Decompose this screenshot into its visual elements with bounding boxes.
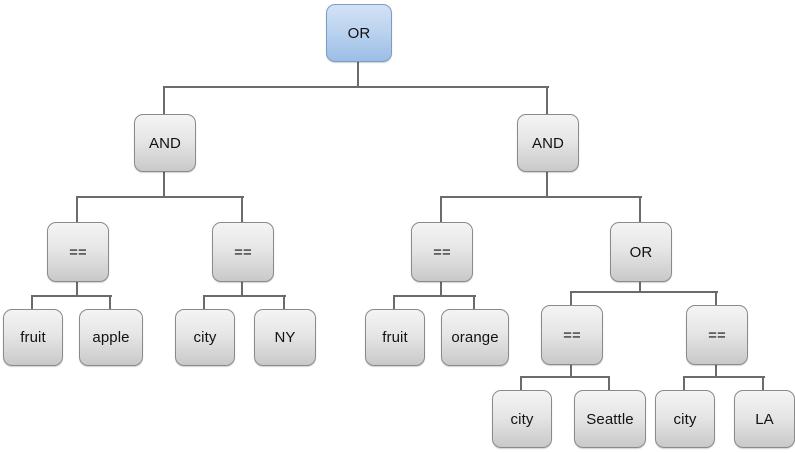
tree-node-seattle[interactable]: Seattle: [574, 390, 646, 448]
tree-node-label: city: [193, 329, 217, 346]
tree-node-label: AND: [532, 134, 564, 152]
tree-node--[interactable]: ==: [686, 305, 748, 365]
edge-or2-to-eqs-bar: [570, 291, 718, 293]
edge-eq4-to-leaves-child-stub-0: [520, 376, 522, 391]
edge-eq4-to-leaves-bar: [520, 376, 610, 378]
tree-node-city[interactable]: city: [492, 390, 552, 448]
tree-node-label: fruit: [382, 329, 408, 346]
tree-node-and[interactable]: AND: [517, 114, 579, 172]
edge-eq5-to-leaves-child-stub-0: [683, 376, 685, 391]
edge-eq2-to-leaves-parent-stub: [241, 282, 243, 296]
tree-node-city[interactable]: city: [655, 390, 715, 448]
tree-node--[interactable]: ==: [212, 222, 274, 282]
tree-node-fruit[interactable]: fruit: [3, 309, 63, 366]
tree-node-apple[interactable]: apple: [79, 309, 143, 366]
tree-node-and[interactable]: AND: [134, 114, 196, 172]
edge-or-to-ands-child-stub-1: [546, 86, 548, 114]
tree-node-or[interactable]: OR: [610, 222, 672, 282]
edge-eq4-to-leaves-child-stub-1: [608, 376, 610, 391]
edge-eq3-to-leaves-child-stub-0: [393, 295, 395, 309]
edge-and-right-to-eq-or-child-stub-0: [440, 196, 442, 222]
tree-node--[interactable]: ==: [541, 305, 603, 365]
tree-node-label: city: [510, 410, 534, 428]
edge-eq3-to-leaves-child-stub-1: [473, 295, 475, 309]
tree-node-label: ==: [433, 243, 451, 261]
tree-node-label: NY: [274, 329, 296, 346]
edge-and-left-to-eqs-parent-stub: [163, 172, 165, 197]
edge-eq5-to-leaves-parent-stub: [715, 365, 717, 377]
edge-or2-to-eqs-child-stub-0: [570, 291, 572, 306]
tree-node-label: apple: [92, 329, 130, 346]
edge-or-to-ands-child-stub-0: [163, 86, 165, 114]
tree-node-fruit[interactable]: fruit: [365, 309, 425, 366]
tree-node-la[interactable]: LA: [734, 390, 795, 448]
tree-node-label: orange: [451, 329, 499, 346]
tree-node-label: ==: [563, 326, 581, 344]
tree-node-label: Seattle: [586, 410, 634, 428]
edge-eq1-to-leaves-bar: [31, 295, 112, 297]
tree-node-or[interactable]: OR: [326, 4, 392, 62]
edge-eq1-to-leaves-child-stub-1: [109, 295, 111, 309]
tree-node-label: ==: [69, 243, 87, 261]
edge-and-right-to-eq-or-parent-stub: [546, 172, 548, 197]
edge-eq3-to-leaves-parent-stub: [440, 282, 442, 296]
tree-node--[interactable]: ==: [47, 222, 109, 282]
tree-node-label: AND: [149, 134, 181, 152]
edge-eq2-to-leaves-child-stub-0: [203, 295, 205, 309]
edge-and-left-to-eqs-child-stub-1: [241, 196, 243, 222]
edge-eq1-to-leaves-parent-stub: [76, 282, 78, 296]
edge-eq1-to-leaves-child-stub-0: [31, 295, 33, 309]
edge-and-right-to-eq-or-bar: [440, 196, 642, 198]
edge-or-to-ands-parent-stub: [357, 62, 359, 87]
tree-node-label: fruit: [20, 329, 46, 346]
edge-eq2-to-leaves-child-stub-1: [283, 295, 285, 309]
tree-node-orange[interactable]: orange: [441, 309, 509, 366]
edge-eq2-to-leaves-bar: [203, 295, 286, 297]
edge-eq3-to-leaves-bar: [393, 295, 476, 297]
edge-and-left-to-eqs-bar: [76, 196, 244, 198]
tree-node-city[interactable]: city: [175, 309, 235, 366]
tree-node-label: OR: [629, 243, 653, 261]
tree-node-ny[interactable]: NY: [254, 309, 316, 366]
edge-or2-to-eqs-parent-stub: [639, 282, 641, 292]
edge-and-right-to-eq-or-child-stub-1: [639, 196, 641, 222]
tree-node-label: LA: [755, 410, 774, 428]
edge-and-left-to-eqs-child-stub-0: [76, 196, 78, 222]
tree-node-label: ==: [234, 243, 252, 261]
edge-or2-to-eqs-child-stub-1: [715, 291, 717, 306]
edge-eq5-to-leaves-bar: [683, 376, 765, 378]
tree-node-label: ==: [708, 326, 726, 344]
edge-eq4-to-leaves-parent-stub: [570, 365, 572, 377]
tree-node--[interactable]: ==: [411, 222, 473, 282]
edge-eq5-to-leaves-child-stub-1: [762, 376, 764, 391]
edge-or-to-ands-bar: [163, 86, 549, 88]
tree-node-label: city: [673, 410, 697, 428]
tree-node-label: OR: [347, 24, 371, 42]
